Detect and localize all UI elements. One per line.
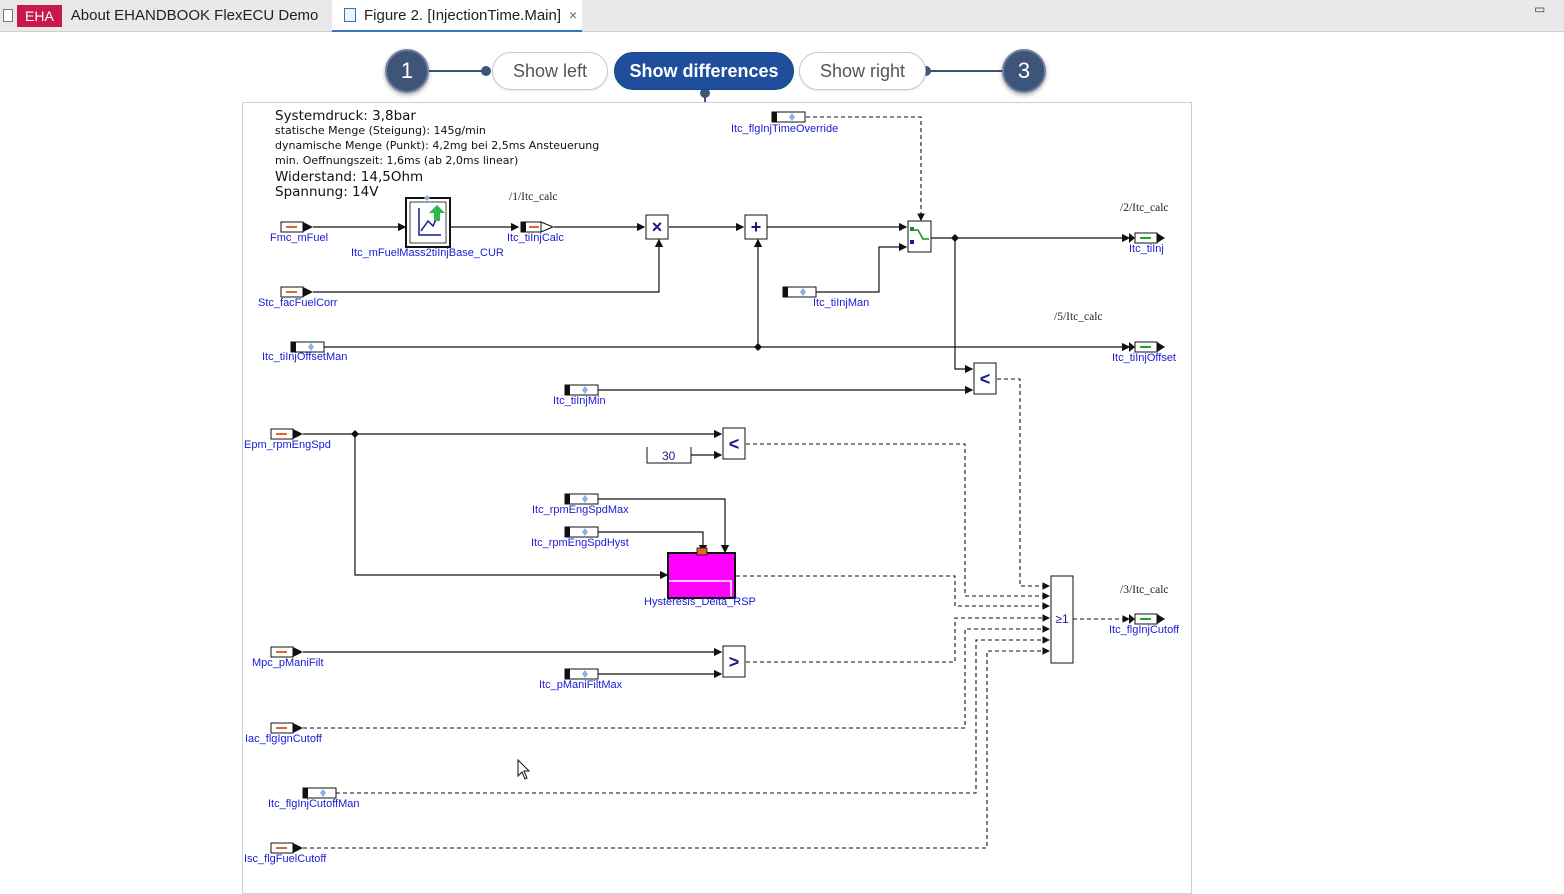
- close-icon[interactable]: ×: [569, 7, 578, 23]
- diagram-wires: × + < <: [270, 111, 1165, 854]
- label-curve-block[interactable]: Itc_mFuelMass2tiInjBase_CUR: [351, 247, 504, 259]
- output-port-ti-inj: [1129, 232, 1165, 244]
- constant-30-block: [646, 447, 692, 464]
- callout-line-3: [928, 70, 1004, 72]
- param-port-ti-min: [564, 384, 599, 396]
- label-rpm-hyst[interactable]: Itc_rpmEngSpdHyst: [531, 537, 629, 549]
- svg-text:<: <: [980, 369, 991, 389]
- mouse-cursor-icon: [517, 758, 531, 780]
- label-iac-flg-ign-cutoff[interactable]: Iac_flgIgnCutoff: [245, 733, 322, 745]
- label-mpc-pmani-filt[interactable]: Mpc_pManiFilt: [252, 657, 324, 669]
- svg-text:>: >: [729, 652, 740, 672]
- tab-about-demo[interactable]: EHA About EHANDBOOK FlexECU Demo: [0, 0, 330, 31]
- svg-text:<: <: [729, 434, 740, 454]
- label-ti-inj-calc[interactable]: Itc_tiInjCalc: [507, 232, 564, 244]
- path-label-1: /1/Itc_calc: [509, 191, 558, 203]
- rpm-compare-block: <: [722, 427, 746, 460]
- label-pmani-max[interactable]: Itc_pManiFiltMax: [539, 679, 623, 691]
- param-port-ti-man: [782, 286, 817, 298]
- tab-figure-2[interactable]: Figure 2. [InjectionTime.Main] ×: [332, 0, 582, 32]
- label-override[interactable]: Itc_flgInjTimeOverride: [731, 123, 839, 135]
- tab-about-demo-label: About EHANDBOOK FlexECU Demo: [70, 7, 319, 24]
- calc-message-port: [520, 221, 555, 233]
- path-label-5: /5/Itc_calc: [1054, 311, 1103, 323]
- param-port-cutoff-man: [302, 787, 337, 799]
- svg-text:×: ×: [652, 217, 663, 237]
- callout-dot-3: [921, 66, 931, 76]
- figure-icon: [344, 8, 356, 22]
- label-offset-man[interactable]: Itc_tiInjOffsetMan: [262, 351, 348, 363]
- add-block: +: [744, 214, 768, 240]
- param-port-override: [771, 111, 806, 123]
- label-epm-rpm-eng-spd[interactable]: Epm_rpmEngSpd: [244, 439, 331, 451]
- editor-tab-bar: EHA About EHANDBOOK FlexECU Demo Figure …: [0, 0, 1564, 32]
- output-port-ti-inj-offset: [1129, 341, 1165, 353]
- input-port-stc: [280, 286, 313, 298]
- eha-badge: EHA: [17, 4, 62, 27]
- note-voltage: Spannung: 14V: [275, 184, 379, 200]
- input-port-iac: [270, 722, 303, 734]
- show-right-button[interactable]: Show right: [799, 52, 926, 90]
- multiply-block: ×: [645, 214, 669, 240]
- label-ti-inj-man[interactable]: Itc_tiInjMan: [813, 297, 870, 309]
- param-port-pmani-max: [564, 668, 599, 680]
- label-output-ti-inj-offset[interactable]: Itc_tiInjOffset: [1112, 352, 1176, 364]
- show-left-button[interactable]: Show left: [492, 52, 608, 90]
- switch-block: [907, 220, 932, 253]
- input-port-isc: [270, 842, 303, 854]
- param-port-offset-man: [290, 341, 325, 353]
- label-ti-inj-min[interactable]: Itc_tiInjMin: [553, 395, 606, 407]
- param-port-rpm-max: [564, 493, 599, 505]
- label-output-ti-inj[interactable]: Itc_tiInj: [1129, 243, 1164, 255]
- curve-lookup-block: [405, 195, 451, 248]
- note-static-quantity: statische Menge (Steigung): 145g/min: [275, 124, 486, 137]
- minimize-icon[interactable]: ▭: [1534, 2, 1546, 16]
- document-icon: [3, 9, 13, 22]
- label-isc-flg-fuel-cutoff[interactable]: Isc_flgFuelCutoff: [244, 853, 327, 865]
- min-compare-block: <: [973, 362, 997, 395]
- label-constant-30: 30: [662, 449, 676, 463]
- note-resistance: Widerstand: 14,5Ohm: [275, 169, 424, 185]
- note-dynamic-quantity: dynamische Menge (Punkt): 4,2mg bei 2,5m…: [275, 139, 600, 152]
- svg-text:≥1: ≥1: [1055, 612, 1069, 626]
- label-fmc-mfuel[interactable]: Fmc_mFuel: [270, 232, 329, 244]
- callout-badge-1: 1: [385, 49, 429, 93]
- show-differences-button[interactable]: Show differences: [614, 52, 794, 90]
- note-min-opening-time: min. Oeffnungszeit: 1,6ms (ab 2,0ms line…: [275, 154, 519, 167]
- input-port-mpc: [270, 646, 303, 658]
- path-label-2: /2/Itc_calc: [1120, 202, 1169, 214]
- note-system-pressure: Systemdruck: 3,8bar: [275, 108, 416, 124]
- hysteresis-block: [667, 547, 736, 599]
- label-cutoff-man[interactable]: Itc_flgInjCutoffMan: [268, 798, 360, 810]
- pressure-compare-block: >: [722, 645, 746, 678]
- path-label-3: /3/Itc_calc: [1120, 584, 1169, 596]
- tab-figure-2-label: Figure 2. [InjectionTime.Main]: [364, 6, 562, 24]
- input-port-fmc: [280, 221, 313, 233]
- output-port-cutoff: [1129, 613, 1165, 625]
- input-port-epm: [270, 428, 303, 440]
- callout-line-1: [426, 70, 484, 72]
- callout-badge-3: 3: [1002, 49, 1046, 93]
- callout-dot-2: [700, 88, 710, 98]
- param-port-rpm-hyst: [564, 526, 599, 538]
- or-logic-block: ≥1: [1050, 575, 1074, 664]
- label-hysteresis[interactable]: Hysteresis_Delta_RSP: [644, 596, 756, 608]
- callout-dot-1: [481, 66, 491, 76]
- label-rpm-max[interactable]: Itc_rpmEngSpdMax: [532, 504, 629, 516]
- svg-text:+: +: [751, 217, 762, 237]
- label-stc-fac-fuel-corr[interactable]: Stc_facFuelCorr: [258, 297, 338, 309]
- label-output-cutoff[interactable]: Itc_flgInjCutoff: [1109, 624, 1180, 636]
- block-diagram-canvas: × + < <: [242, 102, 1192, 894]
